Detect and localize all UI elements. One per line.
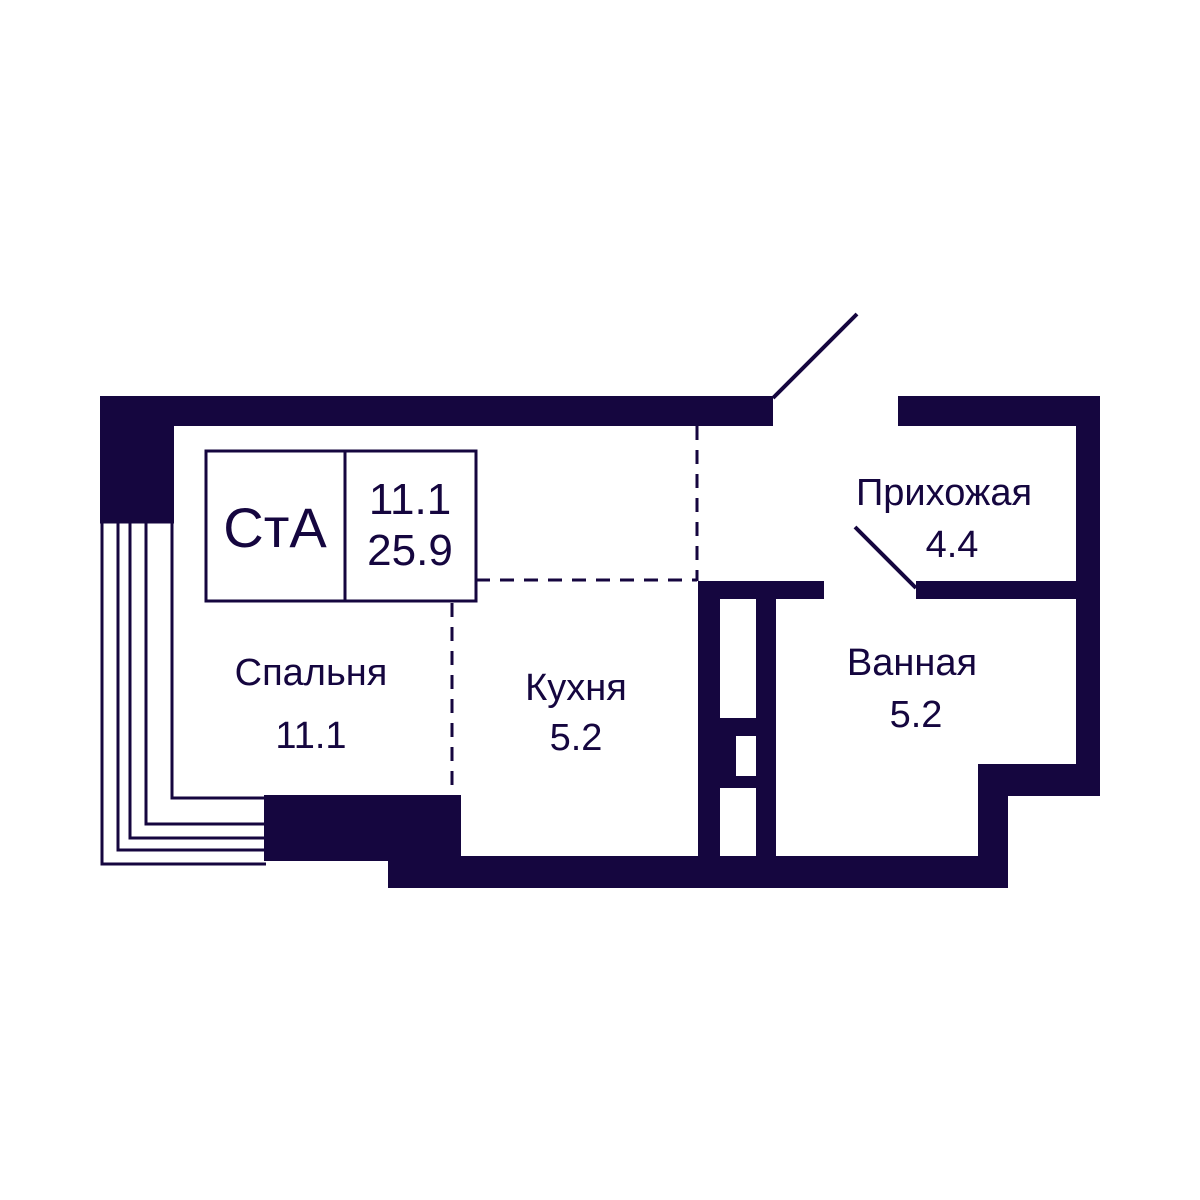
room-bedroom-area: 11.1 (275, 715, 346, 757)
room-bathroom-name: Ванная (847, 642, 977, 684)
wall-shaft-mid (720, 718, 760, 736)
wall-bottom-left-step (388, 795, 461, 888)
room-kitchen-name: Кухня (525, 667, 627, 709)
wall-hall-bath-right (916, 581, 1100, 599)
total-area: 25.9 (367, 526, 453, 575)
zone-dividers (450, 426, 699, 795)
room-hallway-name: Прихожая (856, 472, 1032, 514)
wall-top-right (898, 396, 1100, 426)
living-area: 11.1 (369, 475, 451, 524)
entry-door (771, 312, 859, 400)
info-box: СтА 11.1 25.9 (204, 449, 478, 603)
room-bedroom-name: Спальня (235, 652, 388, 694)
bathroom-door (853, 525, 918, 590)
balcony-window (100, 520, 266, 866)
wall-top-left (100, 396, 773, 426)
wall-shaft-left (698, 581, 720, 881)
room-hallway-area: 4.4 (926, 524, 979, 566)
apartment-type: СтА (223, 496, 327, 559)
wall-shaft-inner (720, 736, 736, 776)
wall-shaft-right (756, 581, 776, 881)
room-kitchen-area: 5.2 (550, 717, 603, 759)
wall-left-block (100, 396, 174, 522)
wall-shaft-low (720, 776, 760, 788)
room-bathroom-area: 5.2 (890, 694, 943, 736)
